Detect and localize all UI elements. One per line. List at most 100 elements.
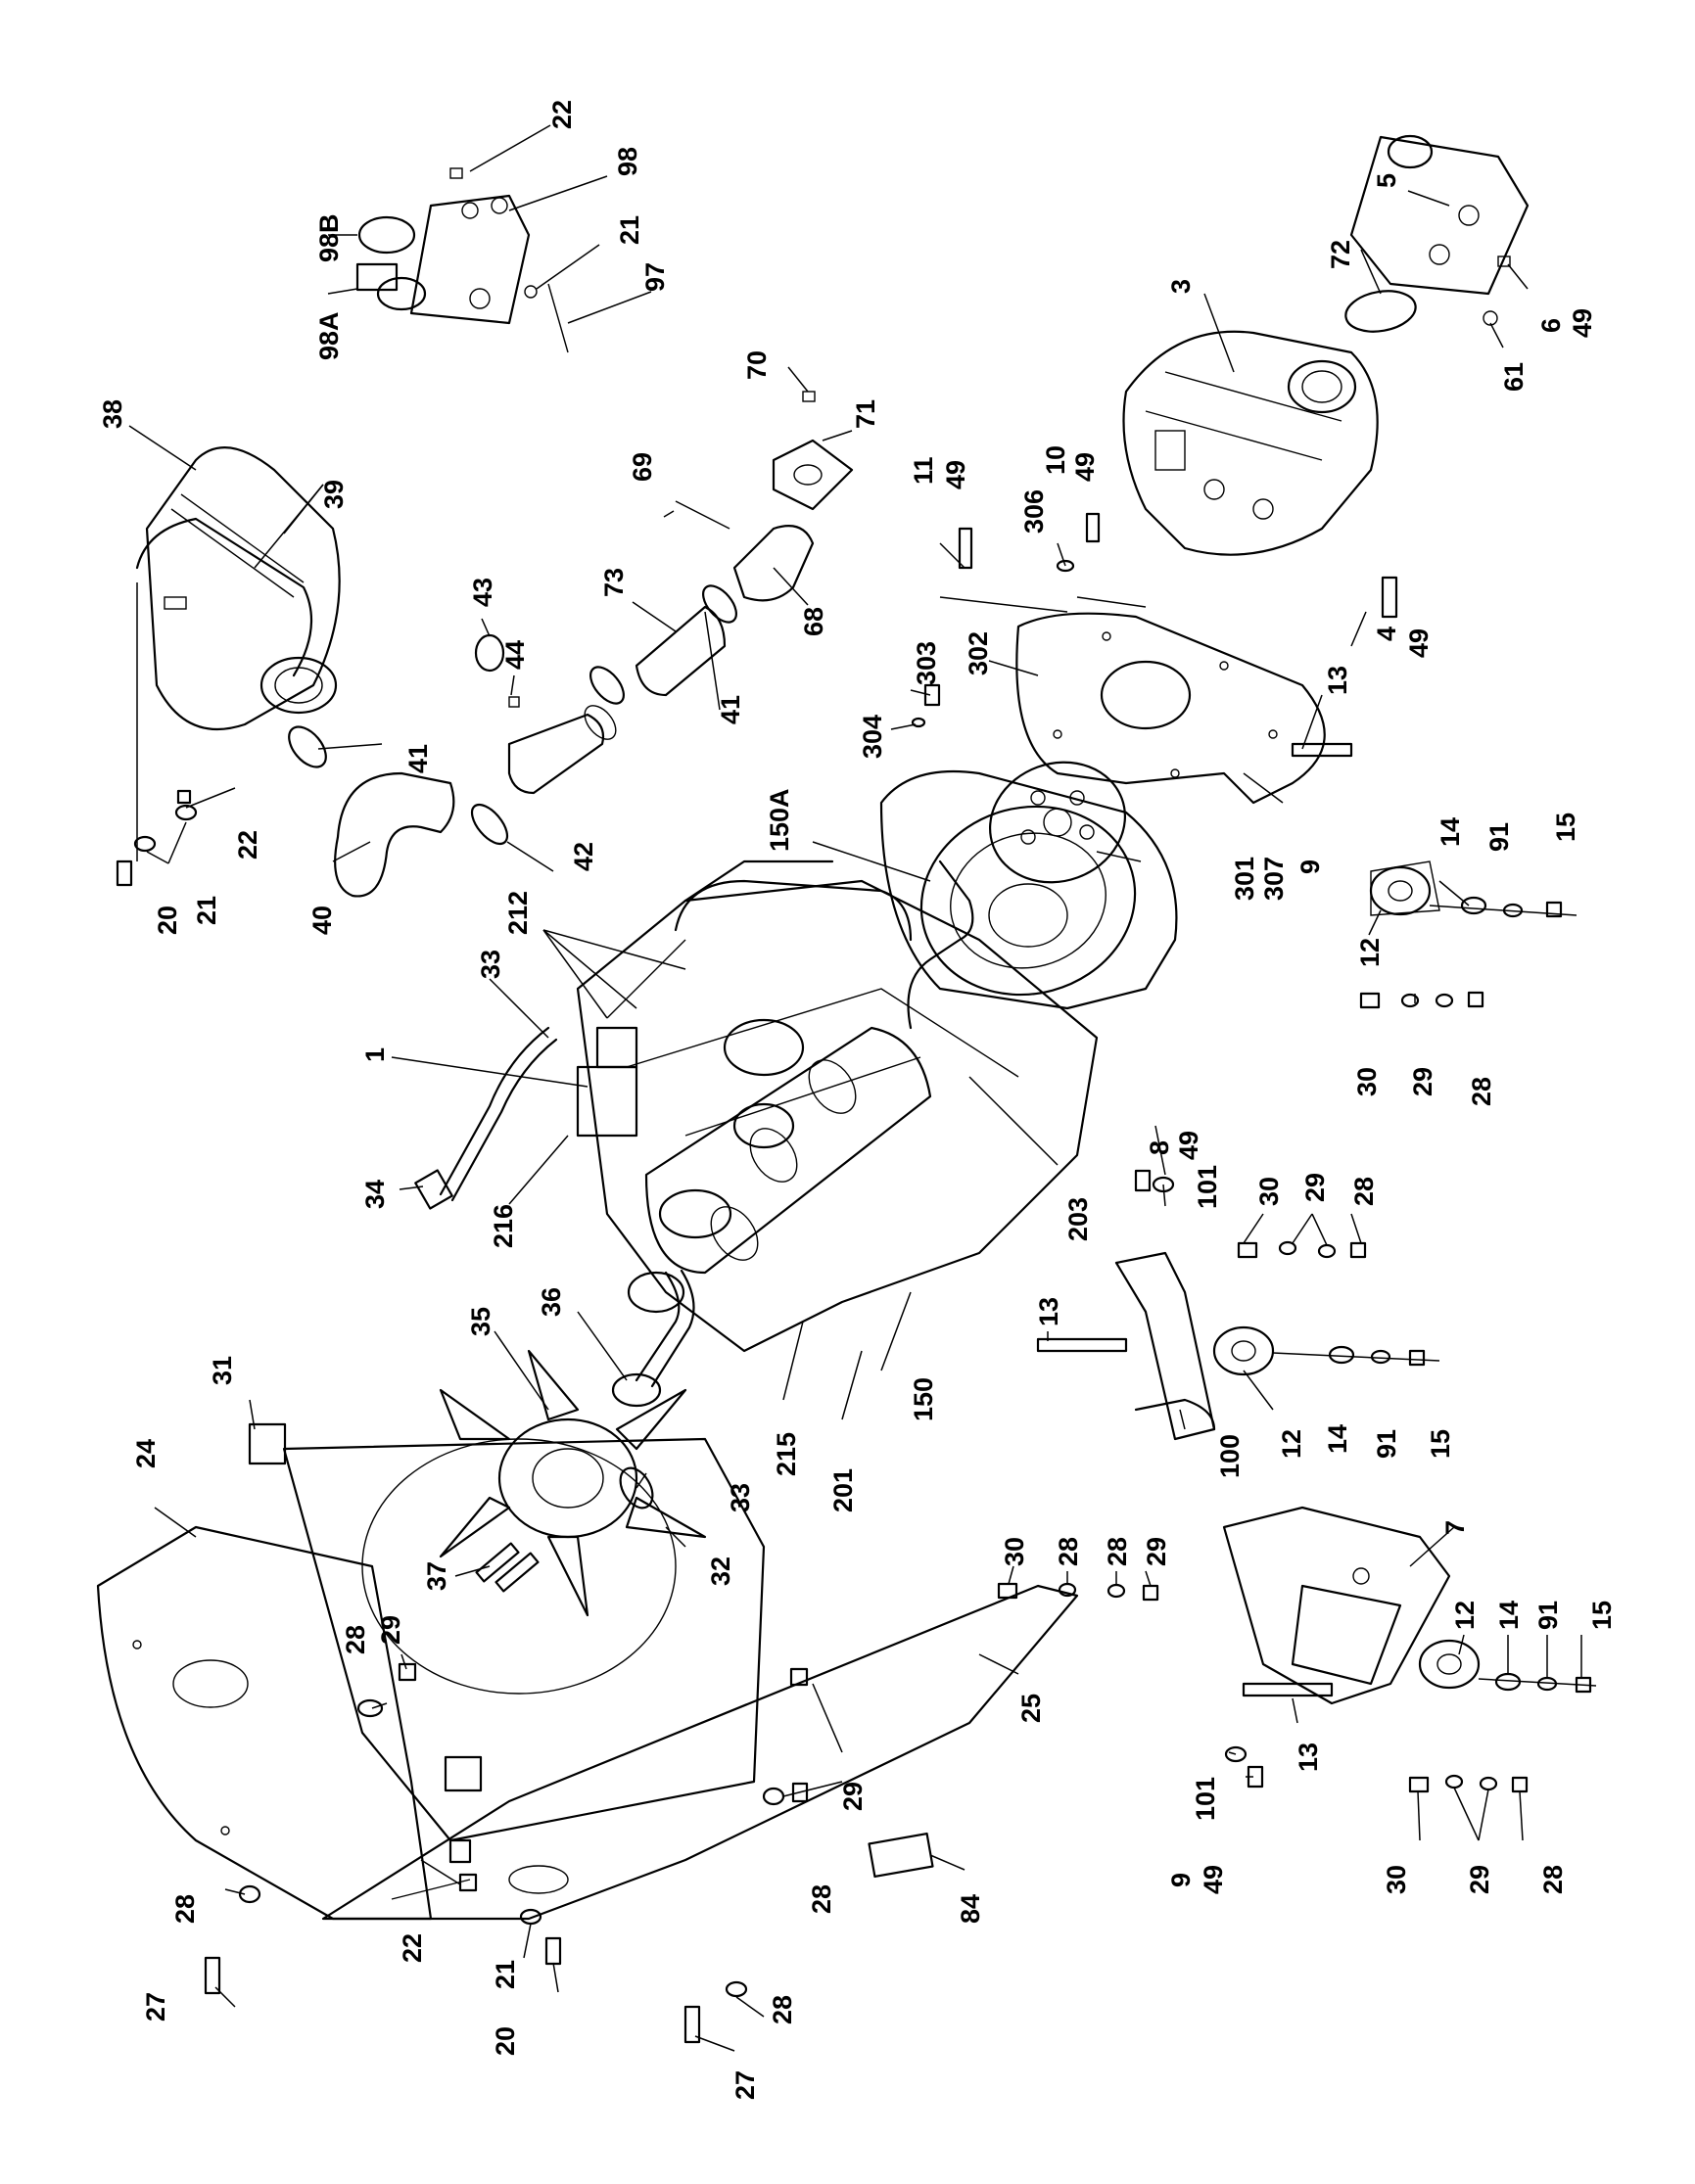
callout-c23: 5 — [1372, 173, 1401, 188]
callout-c57: 49 — [1174, 1131, 1203, 1160]
callout-c54: 34 — [360, 1180, 390, 1209]
callout-c99: 28 — [807, 1884, 836, 1914]
callout-c6: 98A — [314, 311, 344, 360]
callout-c84: 29 — [376, 1615, 405, 1645]
callout-c85: 28 — [341, 1625, 370, 1654]
callout-c7: 38 — [98, 399, 127, 429]
flex-coupling-disc — [988, 761, 1127, 884]
callout-c53: 1 — [360, 1047, 390, 1062]
callout-c20: 22 — [233, 830, 262, 860]
callout-c30: 49 — [941, 460, 970, 489]
callout-c14: 43 — [468, 578, 497, 607]
rubber-mount-middle — [1212, 1325, 1275, 1376]
callout-c89: 15 — [1587, 1601, 1617, 1630]
callout-c31: 306 — [1019, 489, 1049, 534]
callout-c91: 25 — [1016, 1694, 1046, 1723]
callout-c55: 216 — [489, 1204, 518, 1248]
callout-c16: 41 — [716, 695, 745, 724]
callout-c62: 203 — [1063, 1197, 1093, 1241]
exhaust-adapter — [663, 391, 854, 602]
callout-c24: 72 — [1326, 240, 1355, 269]
callout-c86: 12 — [1450, 1601, 1480, 1630]
callout-c22: 20 — [153, 906, 182, 935]
callout-c102: 27 — [730, 2070, 760, 2100]
engine-block — [576, 860, 1099, 1353]
callout-c51: 212 — [503, 891, 533, 935]
fastener-set-middle-right — [1036, 1169, 1440, 1367]
callout-c81: 28 — [1103, 1537, 1132, 1566]
callout-c27: 49 — [1568, 308, 1597, 338]
callout-c15: 44 — [500, 640, 530, 670]
callout-c76: 33 — [726, 1483, 755, 1512]
callout-c47: 12 — [1355, 938, 1385, 967]
callout-c68: 12 — [1277, 1429, 1306, 1459]
callout-c10: 71 — [851, 399, 880, 429]
radiator-and-shroud — [96, 1422, 766, 1921]
fastener-set-lower-left — [204, 1662, 562, 1995]
callout-c88: 91 — [1533, 1601, 1563, 1630]
callout-c43: 307 — [1259, 857, 1289, 901]
callout-c83: 7 — [1440, 1520, 1470, 1535]
callout-c59: 30 — [1254, 1177, 1284, 1206]
callout-c21: 21 — [192, 896, 221, 925]
callout-c40: 150A — [765, 788, 794, 852]
callout-c105: 20 — [491, 2026, 520, 2056]
fastener-set-pump — [911, 512, 1398, 758]
callout-c79: 30 — [1000, 1537, 1029, 1566]
callout-c48: 30 — [1352, 1067, 1382, 1096]
engine-mount-bracket-front — [1114, 1251, 1216, 1441]
callout-c13: 68 — [799, 607, 828, 636]
callout-c11: 69 — [628, 452, 657, 482]
callout-c2: 98 — [613, 147, 642, 176]
callout-c82: 29 — [1142, 1537, 1171, 1566]
callout-c71: 15 — [1426, 1429, 1455, 1459]
callout-c39: 302 — [964, 631, 993, 675]
flywheel-housing — [879, 769, 1178, 1010]
callout-c101: 28 — [768, 1995, 797, 2024]
callout-c12: 73 — [599, 568, 629, 597]
fastener-set-upper-right — [1359, 896, 1577, 1009]
bell-housing-adapter-plate — [1015, 612, 1326, 805]
callout-c97: 28 — [1538, 1865, 1568, 1894]
leader-lines — [128, 124, 1582, 2052]
callout-c61: 28 — [1349, 1177, 1379, 1206]
callout-c25: 3 — [1166, 279, 1196, 294]
callout-c46: 15 — [1551, 813, 1580, 842]
callout-c87: 14 — [1494, 1601, 1524, 1630]
callout-c49: 29 — [1408, 1067, 1437, 1096]
callout-c8: 39 — [319, 480, 349, 509]
callout-c58: 101 — [1193, 1165, 1222, 1209]
solenoid-valve-block — [355, 167, 569, 353]
callout-c96: 29 — [1465, 1865, 1494, 1894]
callout-c66: 13 — [1034, 1297, 1063, 1326]
callout-c3: 98B — [314, 213, 344, 262]
callout-c34: 4 — [1372, 627, 1401, 641]
callout-c52: 33 — [476, 950, 505, 979]
callout-c70: 91 — [1372, 1429, 1401, 1459]
callout-c92: 101 — [1191, 1777, 1220, 1821]
callout-c28: 61 — [1499, 362, 1529, 392]
callout-c67: 100 — [1215, 1434, 1245, 1478]
callout-c107: 27 — [141, 1992, 170, 2021]
callout-c72: 150 — [909, 1377, 938, 1421]
callout-c95: 30 — [1382, 1865, 1411, 1894]
callout-c29: 11 — [909, 456, 938, 485]
engine-mount-bracket-rear — [1222, 1506, 1451, 1705]
callout-c19: 40 — [307, 906, 337, 935]
callout-c17: 41 — [403, 744, 433, 773]
callout-labels: 22 98 98B 21 97 98A 38 39 70 71 69 73 68… — [98, 100, 1617, 2100]
coolant-hose-upper — [414, 1026, 558, 1210]
callout-c42: 301 — [1230, 857, 1259, 901]
callout-c44: 14 — [1436, 817, 1465, 847]
callout-c5: 97 — [640, 262, 670, 292]
auxiliary-pump — [1344, 134, 1530, 333]
callout-c26: 6 — [1536, 318, 1566, 333]
callout-c50: 28 — [1467, 1077, 1496, 1106]
callout-c4: 21 — [615, 215, 644, 245]
callout-c73: 215 — [772, 1432, 801, 1476]
callout-c56: 8 — [1145, 1140, 1174, 1155]
intake-manifold-tube — [674, 860, 913, 942]
callout-c78: 32 — [706, 1557, 735, 1586]
